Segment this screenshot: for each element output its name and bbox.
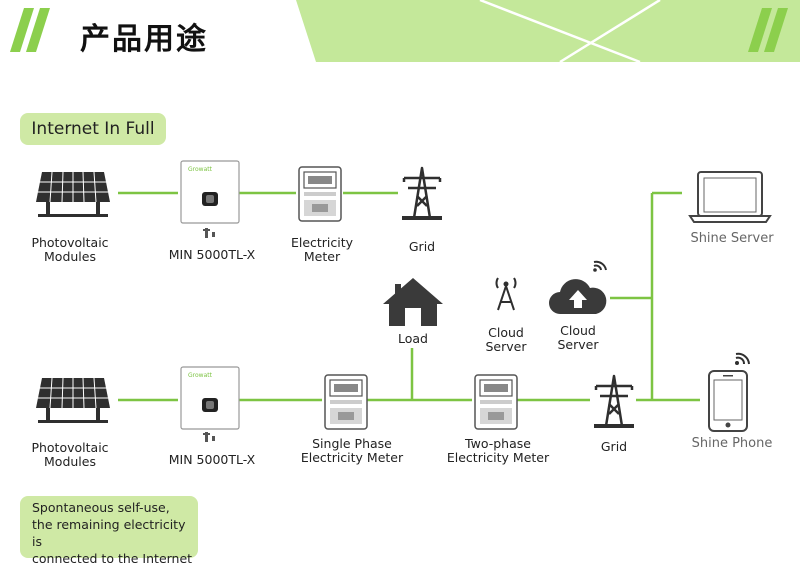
banner-shape [296,0,800,62]
inverter-brand-1: Growatt [188,166,212,173]
grid-tower-icon [402,166,442,220]
page-title: 产品用途 [80,22,208,57]
phone-icon [708,370,748,432]
two-meter-label-line2: Electricity Meter [446,450,550,465]
single-meter-label-line1: Single Phase [312,436,392,451]
wifi-icon [735,352,750,365]
inverter-icon [180,160,240,224]
pv-label-2: Photovoltaic Modules [24,441,116,469]
cloud-tower-label: Cloud Server [478,326,534,354]
grid-label-1: Grid [408,239,436,254]
self-use-line-2: the remaining electricity is [32,517,186,549]
banner-white-line-2 [559,0,661,64]
single-meter-label: Single Phase Electricity Meter [296,437,408,465]
self-use-line-1: Spontaneous self-use, [32,500,170,515]
pv-label-2-line2: Modules [44,454,96,469]
pv-label-1-line2: Modules [44,249,96,264]
left-stripe-1 [10,8,34,52]
electricity-meter-icon [474,374,518,430]
pv-label-2-line1: Photovoltaic [31,440,109,455]
left-stripe-2 [26,8,50,52]
cloud-server-label-line1: Cloud [560,323,596,338]
pv-label-1-line1: Photovoltaic [31,235,109,250]
meter-label-1-line1: Electricity [290,235,354,250]
two-meter-label: Two-phase Electricity Meter [442,437,554,465]
cloud-tower-label-line1: Cloud [488,325,524,340]
header-banner [10,0,800,64]
connector-icon [203,228,215,238]
internet-badge: Internet In Full [20,113,166,145]
connector-icon [203,432,215,442]
inverter-label-2: MIN 5000TL-X [168,452,256,467]
cloud-upload-icon [549,279,607,314]
grid-label-2: Grid [600,439,628,454]
shine-phone-label: Shine Phone [691,436,773,451]
electricity-meter-icon [298,166,342,222]
cloud-server-label-line2: Server [557,337,599,352]
load-label: Load [398,331,428,346]
single-meter-label-line2: Electricity Meter [300,450,404,465]
solar-panel-icon [36,377,110,423]
wifi-icon [593,260,607,272]
inverter-icon [180,366,240,430]
grid-tower-icon [594,374,634,428]
laptop-icon [688,171,772,223]
right-stripe-1 [748,8,772,52]
two-meter-label-line1: Two-phase [465,436,531,451]
right-stripe-2 [764,8,788,52]
antenna-icon [495,277,517,311]
cloud-server-label: Cloud Server [550,324,606,352]
house-icon [383,278,443,326]
inverter-label-1: MIN 5000TL-X [168,247,256,262]
self-use-line-3: connected to the Internet [32,551,193,566]
self-use-badge: Spontaneous self-use, the remaining elec… [20,496,198,566]
shine-server-label: Shine Server [690,231,774,246]
meter-label-1-line2: Meter [303,249,341,264]
electricity-meter-icon [324,374,368,430]
pv-label-1: Photovoltaic Modules [24,236,116,264]
solar-panel-icon [36,171,110,217]
inverter-brand-2: Growatt [188,372,212,379]
banner-white-line-1 [479,0,641,64]
cloud-tower-label-line2: Server [485,339,527,354]
meter-label-1: Electricity Meter [282,236,362,264]
